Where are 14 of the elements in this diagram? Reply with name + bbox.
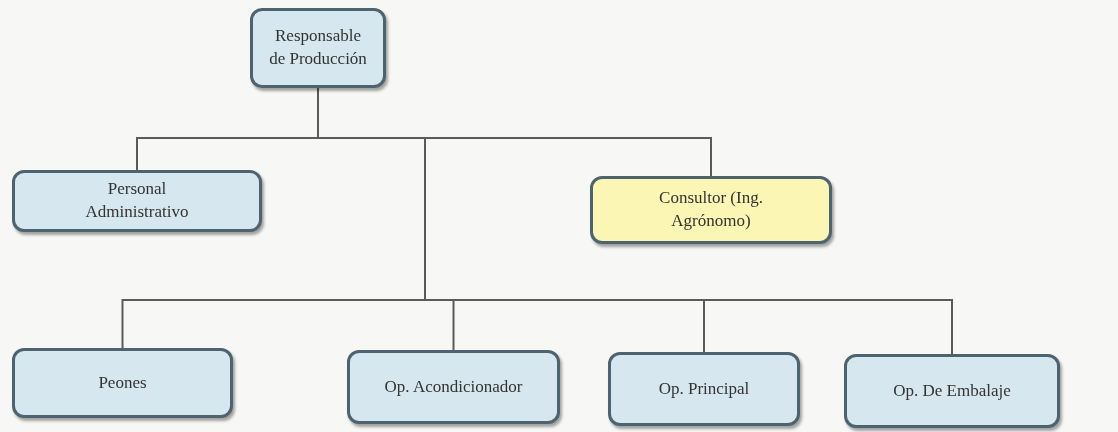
box-label: Peones — [98, 371, 147, 394]
org-box — [590, 176, 832, 244]
org-box — [844, 354, 1060, 428]
box-label: Op. De Embalaje — [893, 379, 1011, 402]
org-box — [347, 350, 560, 424]
org-box — [12, 348, 233, 418]
box-label: Op. Acondicionador — [384, 375, 523, 398]
box-label: Consultor (Ing. Agrónomo) — [658, 187, 764, 232]
box-label: Op. Principal — [658, 377, 750, 400]
org-box — [608, 352, 800, 426]
box-label: Personal Administrativo — [85, 178, 189, 223]
org-box — [12, 170, 262, 232]
org-box — [250, 8, 386, 88]
box-label: Responsable de Producción — [268, 25, 368, 70]
